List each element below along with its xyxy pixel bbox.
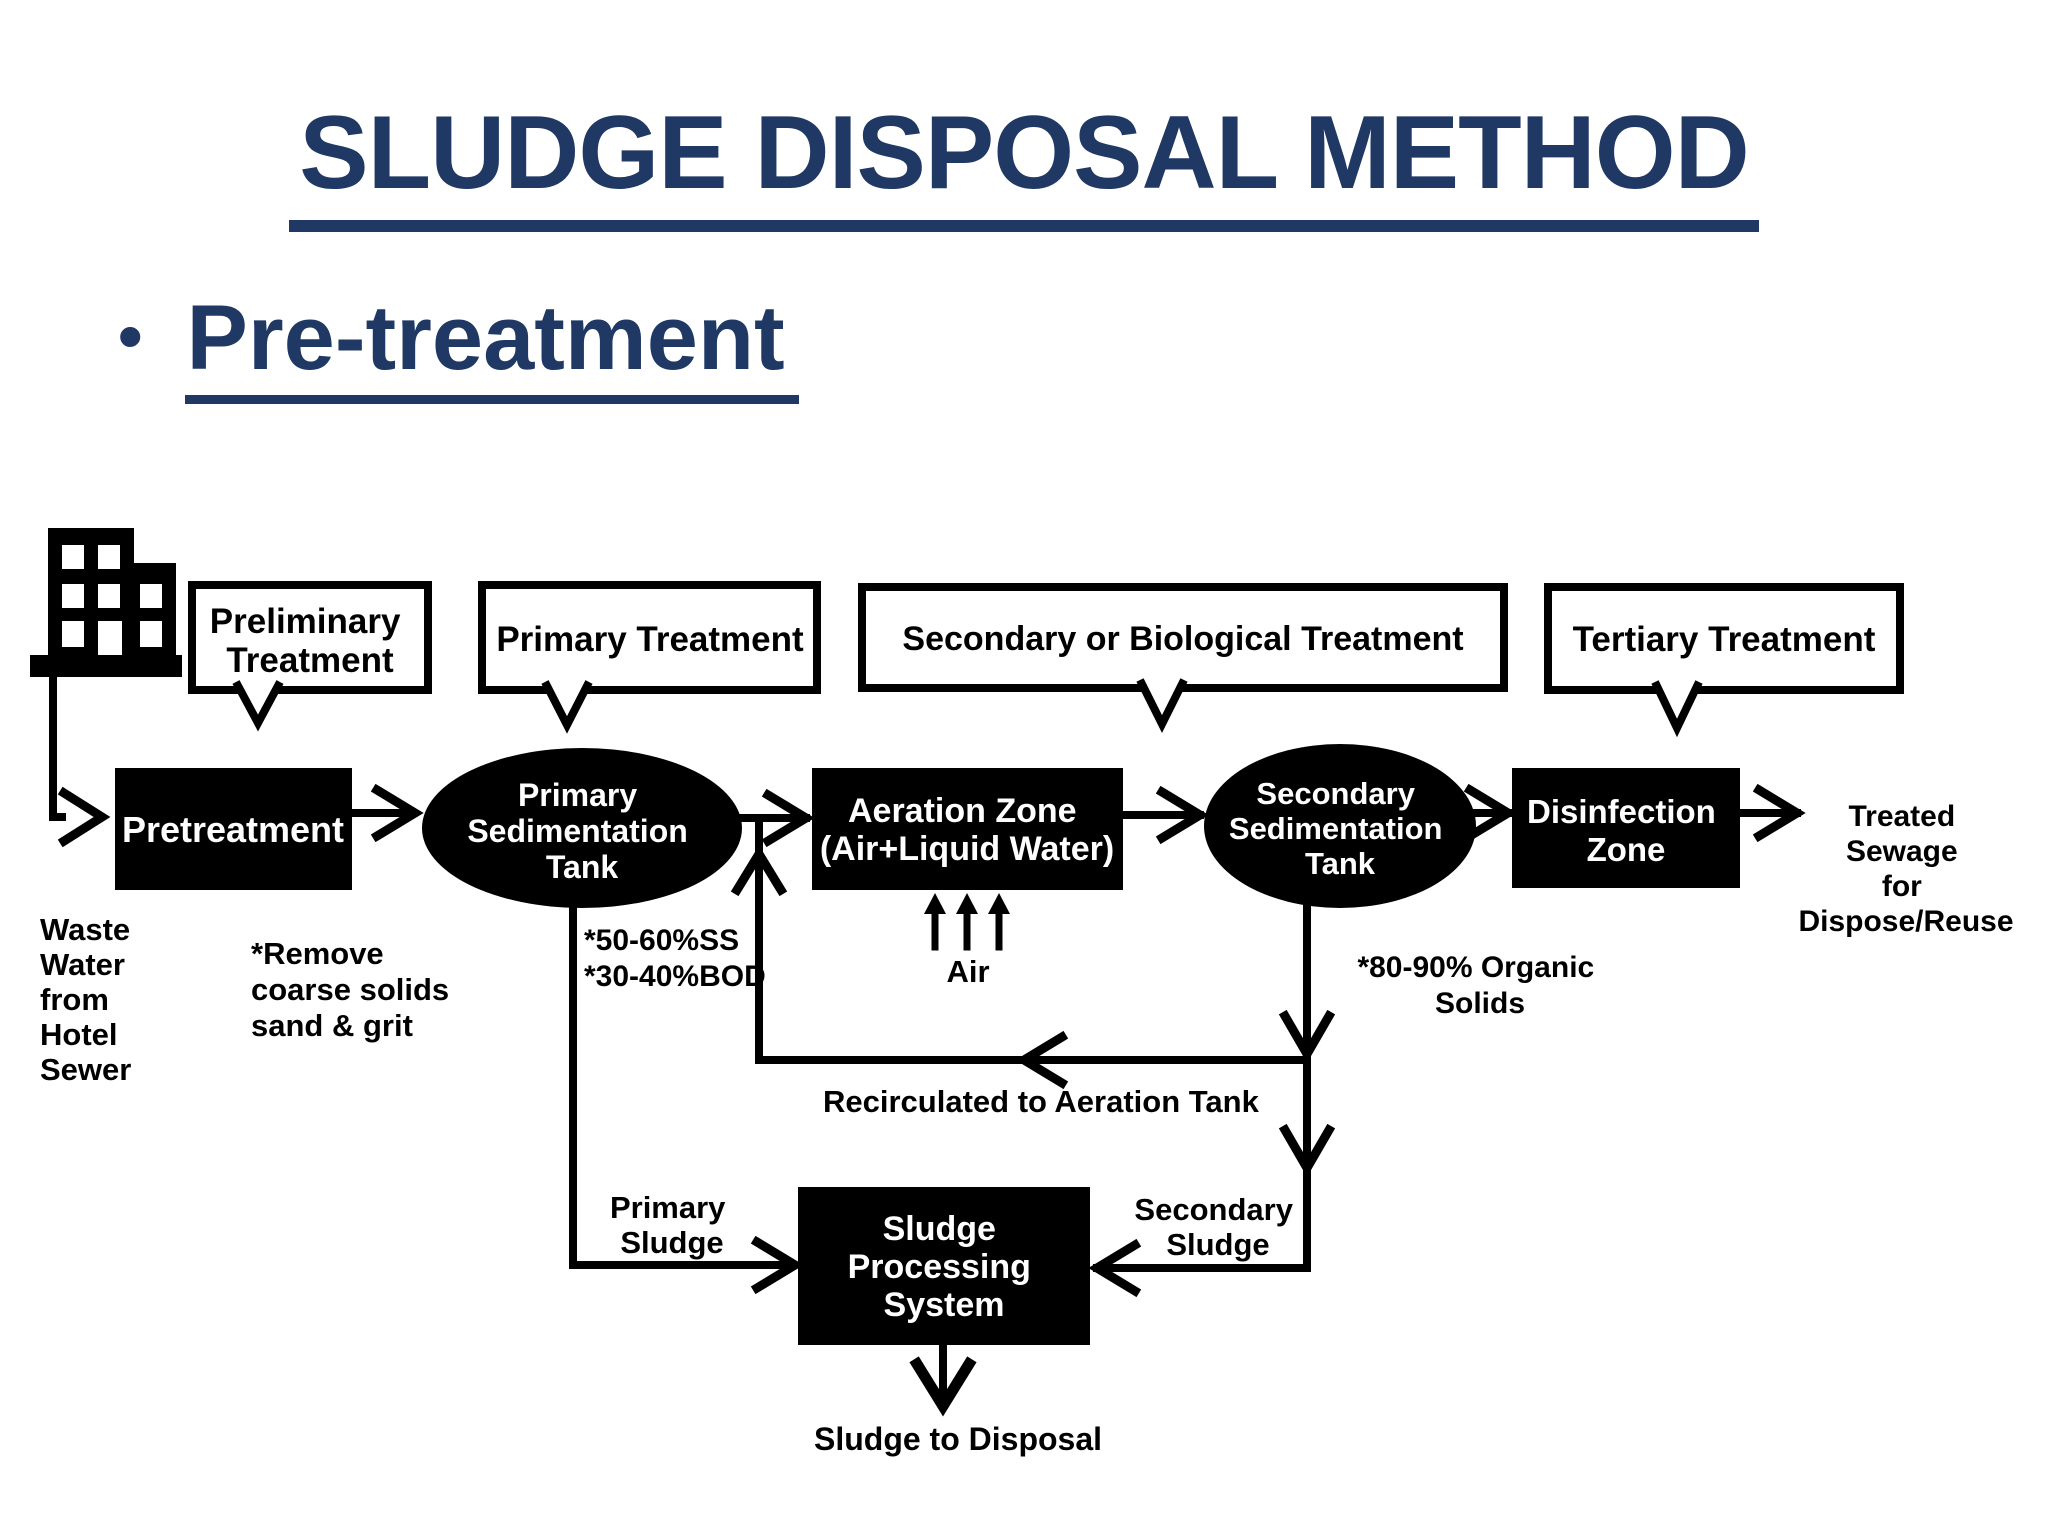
node-sludge-line3: System <box>884 1286 1005 1324</box>
callout-preliminary-line2: Treatment <box>226 641 394 680</box>
node-secondary-sed-line1: Secondary <box>1256 776 1415 811</box>
building-icon <box>30 528 182 677</box>
node-secondary-sed-line3: Tank <box>1305 846 1376 881</box>
node-sludge-line1: Sludge <box>883 1210 996 1248</box>
air-arrows <box>924 893 1010 951</box>
node-aeration-line2: (Air+Liquid Water) <box>820 830 1114 868</box>
node-pretreatment-label: Pretreatment <box>122 809 344 850</box>
title-wrap: SLUDGE DISPOSAL METHOD <box>0 96 2048 233</box>
node-primary-sed-line2: Sedimentation <box>467 813 687 849</box>
label-secondary-sludge: Secondary Sludge <box>1134 1192 1301 1262</box>
arrow-primary-sludge <box>569 904 797 1269</box>
callout-secondary-treatment: Secondary or Biological Treatment <box>858 583 1508 733</box>
node-primary-sedimentation-tank: Primary Sedimentation Tank <box>422 748 742 908</box>
svg-text:Secondary or Biological Treatm: Secondary or Biological Treatment <box>902 620 1463 658</box>
label-remove-coarse-solids: *Remove coarse solids sand & grit <box>251 936 458 1043</box>
page-title: SLUDGE DISPOSAL METHOD <box>289 96 1759 233</box>
label-waste-water: Waste Water from Hotel Sewer <box>40 912 139 1087</box>
label-primary-removal: *50-60%SS *30-40%BOD <box>584 924 766 993</box>
node-disinfection-line2: Zone <box>1587 831 1666 868</box>
node-secondary-sed-line2: Sedimentation <box>1229 811 1443 846</box>
node-sludge-line2: Processing <box>848 1248 1031 1286</box>
label-primary-sludge: Primary Sludge <box>610 1190 734 1260</box>
svg-text:Secondary Sedimentatio: Secondary Sedimentation Tank <box>1229 776 1451 881</box>
callout-tertiary-treatment: Tertiary Treatment <box>1544 583 1904 738</box>
label-organic-solids: *80-90% Organic Solids <box>1357 951 1602 1020</box>
svg-text:Primary Sedimentation: Primary Sedimentation Tank <box>467 777 696 885</box>
node-disinfection-zone: Disinfection Zone <box>1512 768 1740 888</box>
bullet-pretreatment: Pre-treatment <box>184 287 799 405</box>
node-sludge-processing-system: Sludge Processing System <box>798 1187 1090 1345</box>
callout-secondary-label: Secondary or Biological Treatment <box>902 620 1463 658</box>
callout-tertiary-label: Tertiary Treatment <box>1573 620 1876 659</box>
label-recirculated: Recirculated to Aeration Tank <box>823 1084 1260 1119</box>
svg-text:Aeration Zone (Air+Liq: Aeration Zone (Air+Liquid Water) <box>820 792 1114 868</box>
node-disinfection-line1: Disinfection <box>1527 793 1716 830</box>
svg-text:Primary Treatment: Primary Treatment <box>496 620 804 659</box>
node-pretreatment: Pretreatment <box>115 768 352 890</box>
bullet-icon: • <box>118 297 143 376</box>
svg-text:Sludge Processing: Sludge Processing System <box>848 1210 1041 1324</box>
node-aeration-line1: Aeration Zone <box>848 792 1077 830</box>
label-treated-sewage: Treated Sewage for Dispose/Reuse <box>1798 800 2013 938</box>
bullet-row: • Pre-treatment <box>118 287 799 405</box>
node-secondary-sedimentation-tank: Secondary Sedimentation Tank <box>1204 744 1476 908</box>
node-primary-sed-line3: Tank <box>546 849 619 885</box>
callout-primary-treatment: Primary Treatment <box>478 581 821 734</box>
svg-text:Preliminary Treatment: Preliminary Treatment <box>210 602 410 680</box>
arrow-sewer-to-pretreatment <box>49 674 66 821</box>
callout-preliminary-line1: Preliminary <box>210 602 401 641</box>
node-aeration-zone: Aeration Zone (Air+Liquid Water) <box>812 768 1123 890</box>
svg-text:Disinfection Zone: Disinfection Zone <box>1527 793 1725 868</box>
callout-primary-label: Primary Treatment <box>496 620 804 659</box>
flow-arrows <box>49 674 1806 1417</box>
callout-preliminary-treatment: Preliminary Treatment <box>188 581 432 732</box>
label-sludge-to-disposal: Sludge to Disposal <box>814 1421 1102 1457</box>
node-primary-sed-line1: Primary <box>518 777 637 813</box>
label-air: Air <box>946 954 989 989</box>
svg-text:Tertiary Treatment: Tertiary Treatment <box>1573 620 1876 659</box>
svg-text:Pretreatment: Pretreatment <box>122 809 344 850</box>
